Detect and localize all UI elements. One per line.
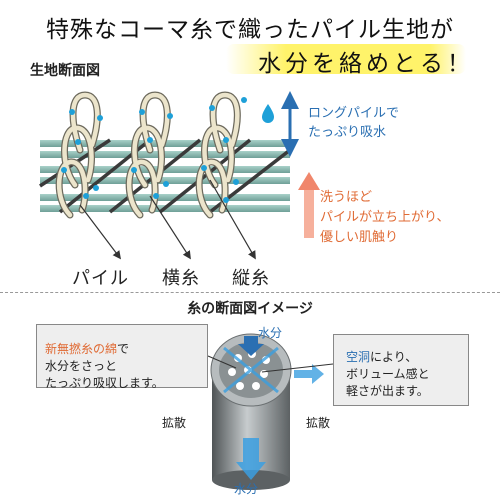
pile-rise-arrow bbox=[298, 172, 320, 238]
yarn-cylinder-illustration bbox=[210, 333, 292, 490]
note-long-pile: ロングパイルで たっぷり吸水 bbox=[308, 106, 400, 140]
headline-highlight bbox=[226, 44, 466, 74]
label-warp: 縦糸 bbox=[232, 268, 270, 289]
callout-line-left bbox=[207, 355, 237, 369]
label-leader-lines bbox=[79, 179, 256, 260]
section-divider bbox=[0, 292, 500, 293]
diffuse-right-arrow bbox=[294, 364, 324, 384]
label-diffuse-right: 拡散 bbox=[306, 416, 331, 430]
callout-line-right bbox=[261, 363, 334, 373]
section-title-fabric: 生地断面図 bbox=[30, 63, 100, 79]
section-title-yarn: 糸の断面図イメージ bbox=[187, 301, 313, 317]
label-diffuse-left: 拡散 bbox=[162, 416, 187, 430]
water-out-arrow bbox=[236, 438, 266, 480]
water-drop-icon bbox=[262, 104, 274, 123]
callout-box-hollow: 空洞により、 ボリューム感と 軽さが出ます。 bbox=[333, 334, 469, 406]
callout-box-cotton: 新無撚糸の綿で 水分をさっと たっぷり吸収します。 bbox=[36, 324, 208, 390]
water-in-arrow bbox=[238, 336, 264, 356]
headline-line-1: 特殊なコーマ糸で織ったパイル生地が bbox=[46, 17, 454, 43]
pile-loops-fill bbox=[56, 92, 240, 218]
water-droplet-dots bbox=[61, 97, 247, 203]
label-pile: パイル bbox=[72, 268, 129, 289]
label-water-in: 水分 bbox=[258, 326, 283, 340]
highlight-hollow: 空洞 bbox=[346, 350, 371, 364]
label-water-out: 水分 bbox=[234, 482, 259, 496]
label-weft: 横糸 bbox=[162, 268, 200, 289]
highlight-cotton: 新無撚糸の綿 bbox=[45, 342, 118, 356]
note-soft-touch: 洗うほど パイルが立ち上がり、 優しい肌触り bbox=[320, 190, 450, 245]
headline-line-2: 水分を絡めとる！ bbox=[258, 51, 474, 77]
